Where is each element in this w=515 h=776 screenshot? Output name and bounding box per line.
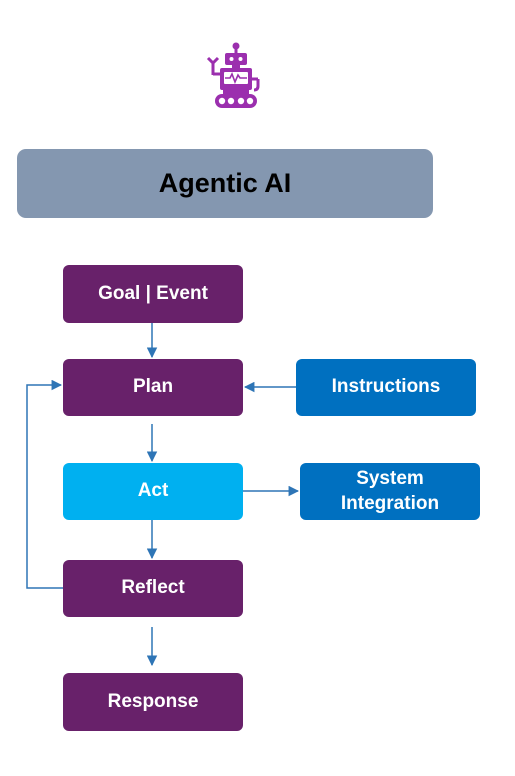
node-act-label: Act <box>137 480 169 502</box>
node-goal-event: Goal | Event <box>63 265 243 323</box>
node-act: Act <box>63 463 243 520</box>
node-instructions-label: Instructions <box>331 376 441 398</box>
node-system-integration: System Integration <box>300 463 480 520</box>
node-plan: Plan <box>63 359 243 416</box>
node-reflect: Reflect <box>63 560 243 617</box>
header-banner: Agentic AI <box>17 149 433 218</box>
node-instructions: Instructions <box>296 359 476 416</box>
arrow-reflect-to-plan <box>26 379 63 589</box>
node-plan-label: Plan <box>132 376 174 398</box>
node-response-label: Response <box>107 690 199 712</box>
node-system-integration-label: System Integration <box>340 467 440 514</box>
robot-icon <box>206 42 260 108</box>
node-goal-event-label: Goal | Event <box>98 282 208 304</box>
node-reflect-label: Reflect <box>121 577 185 599</box>
node-response: Response <box>63 673 243 731</box>
header-title: Agentic AI <box>158 168 292 198</box>
